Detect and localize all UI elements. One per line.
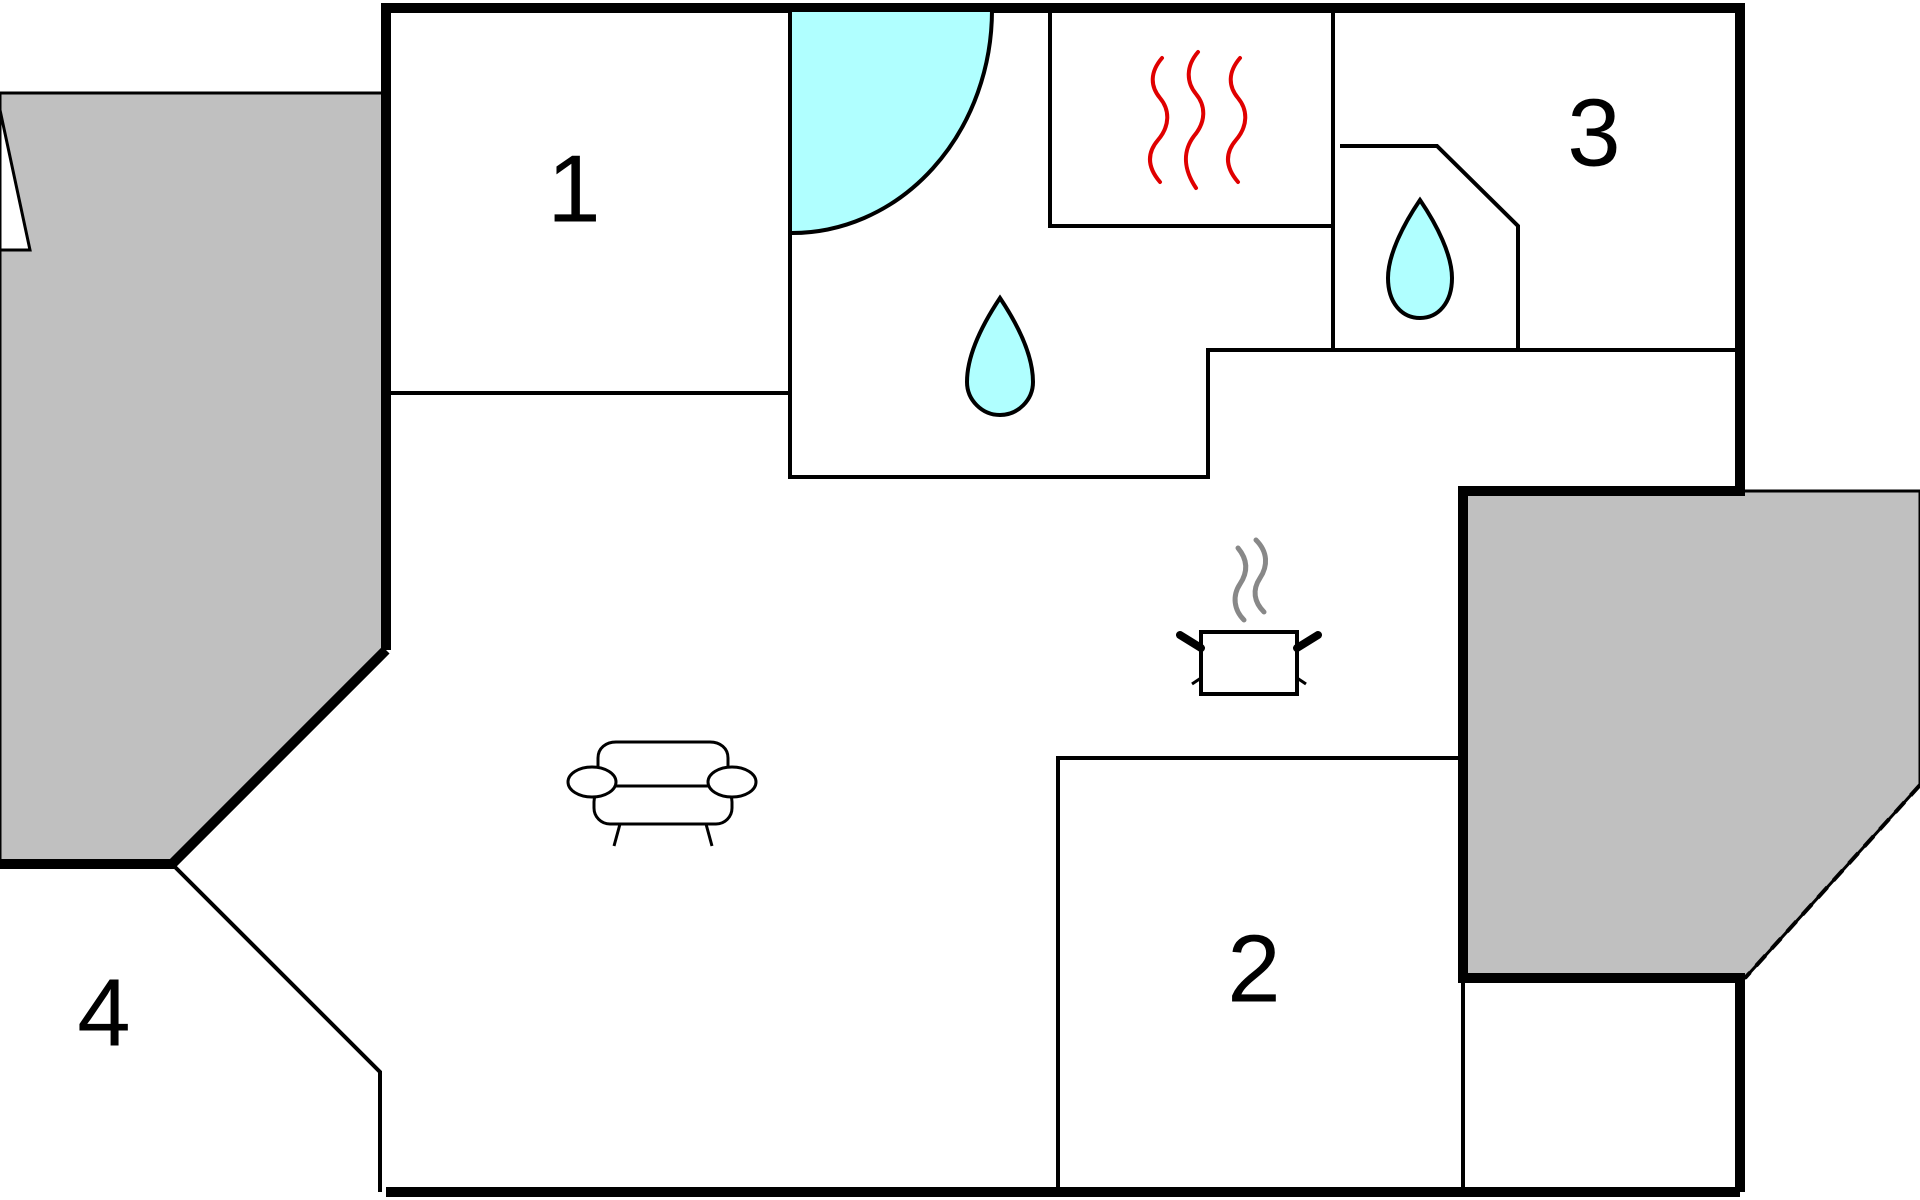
wall-room4: [170, 862, 382, 1192]
wall-bathroom: [788, 8, 1740, 479]
wall-exterior-main: [381, 3, 1745, 1192]
room-4-label: 4: [77, 959, 130, 1066]
exterior-walls: [0, 3, 1745, 1197]
sofa-icon: [566, 740, 758, 847]
terrace-left: [0, 91, 388, 866]
sauna-icon: [1148, 50, 1248, 190]
wall-exterior-left-diagonal: [0, 646, 390, 869]
terrace-right: [1461, 489, 1920, 980]
room-2-label: 2: [1227, 915, 1280, 1022]
room-1-label: 1: [547, 135, 600, 242]
outdoor-areas: [0, 91, 1920, 980]
kitchen-icon: [1176, 537, 1322, 696]
terrace-left-notch: [0, 109, 32, 252]
water-drop-icon: [1385, 196, 1455, 321]
wall-sauna: [1048, 8, 1333, 228]
wall-room2: [1056, 756, 1463, 1192]
water-drop-icon: [964, 294, 1036, 418]
wall-room3-toilet: [1340, 144, 1520, 350]
terrace-right-dashed-edge: [1743, 783, 1920, 980]
shower-icon: [788, 8, 995, 236]
room-4-floor: [0, 864, 380, 1192]
interior-walls: [170, 8, 1740, 1192]
room-3-label: 3: [1567, 79, 1620, 186]
